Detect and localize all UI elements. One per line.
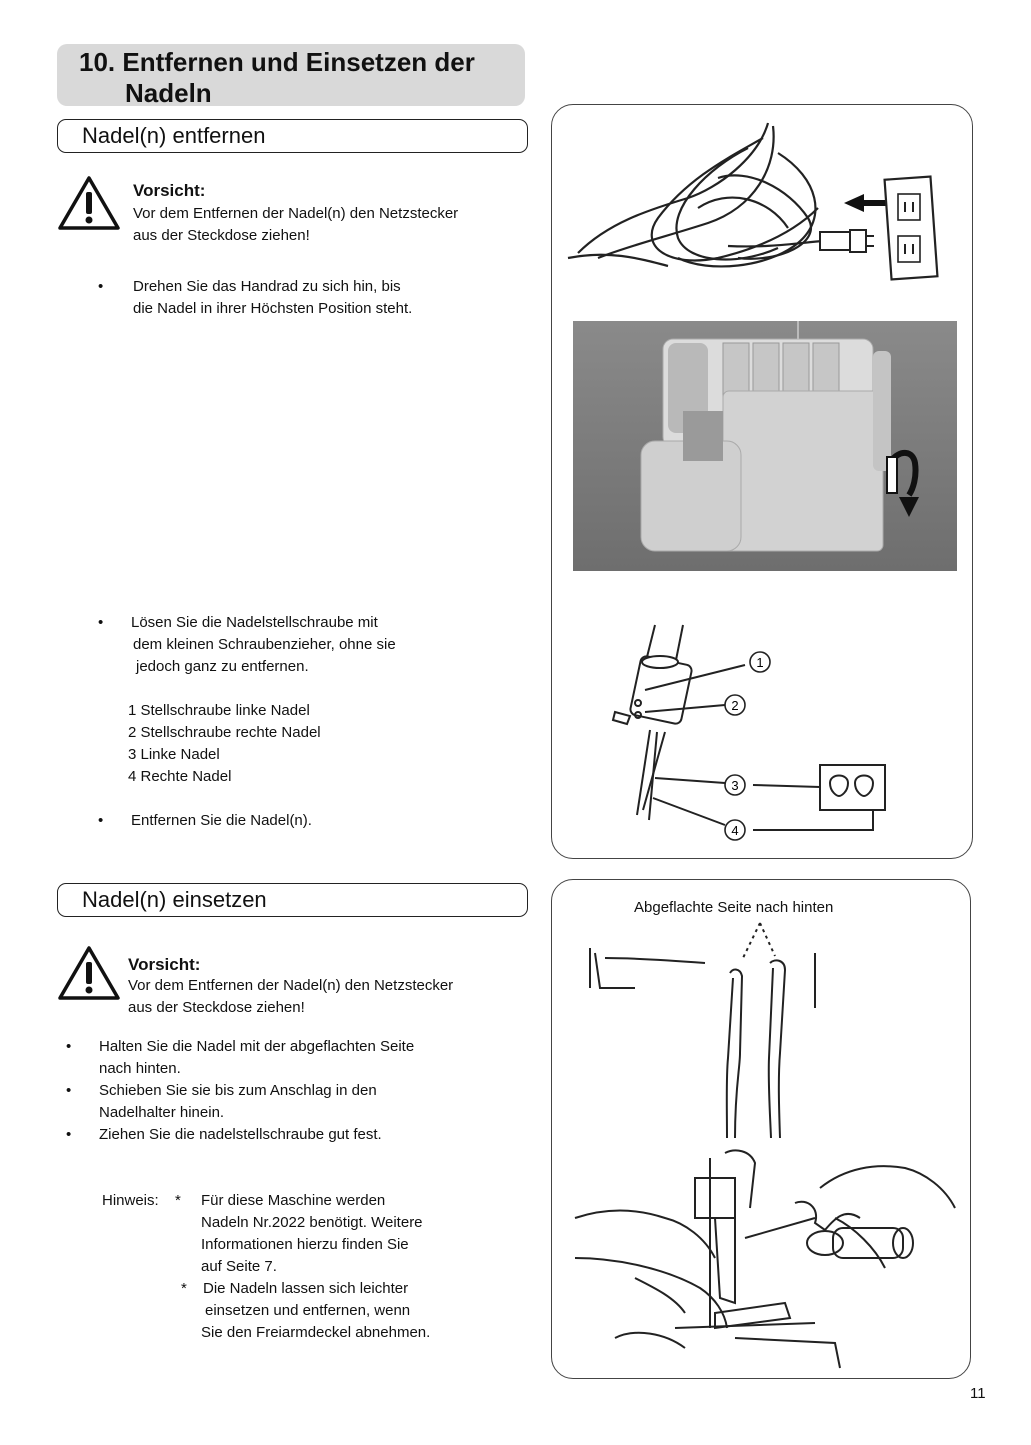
legend-item: 1 Stellschraube linke Nadel	[128, 702, 310, 719]
serger-machine-photo	[573, 321, 957, 571]
flat-side-caption: Abgeflachte Seite nach hinten	[634, 899, 834, 916]
chapter-title-line1: 10. Entfernen und Einsetzen der	[79, 47, 475, 77]
warning-title: Vorsicht:	[133, 181, 206, 200]
callout-label: 3	[731, 778, 738, 793]
warning-text-line1: Vor dem Entfernen der Nadel(n) den Netzs…	[128, 977, 454, 994]
step1-line1: Drehen Sie das Handrad zu sich hin, bis	[133, 278, 401, 295]
section-heading-remove-text: Nadel(n) entfernen	[82, 123, 266, 148]
callout-circle	[749, 651, 771, 673]
callout-label: 2	[731, 698, 738, 713]
power-plug-illustration	[567, 122, 939, 281]
chapter-title-line2: Nadeln	[125, 78, 212, 108]
bullet-dot: •	[66, 1126, 72, 1143]
callout-circle	[724, 694, 746, 716]
insert-step2-line1: Schieben Sie sie bis zum Anschlag in den	[99, 1082, 377, 1099]
callout-circle	[724, 819, 746, 841]
warning-text-line2: aus der Steckdose ziehen!	[128, 999, 305, 1016]
bullet-dot: •	[98, 614, 104, 631]
warning-triangle-icon	[58, 946, 120, 1000]
section-heading-insert: Nadel(n) einsetzen	[57, 883, 528, 917]
insert-step3-line1: Ziehen Sie die nadelstellschraube gut fe…	[99, 1126, 382, 1143]
warning-text-line1: Vor dem Entfernen der Nadel(n) den Netzs…	[133, 205, 459, 222]
legend-item: 3 Linke Nadel	[128, 746, 220, 763]
step2-line3: jedoch ganz zu entfernen.	[136, 658, 309, 675]
warning-triangle-icon	[58, 176, 120, 230]
note-star: *	[175, 1192, 181, 1209]
step3-text: Entfernen Sie die Nadel(n).	[131, 812, 312, 829]
note-item1-line: Informationen hierzu finden Sie	[201, 1236, 409, 1253]
note-item2-line: einsetzen und entfernen, wenn	[205, 1302, 411, 1319]
note-star: *	[181, 1280, 187, 1297]
section-heading-insert-text: Nadel(n) einsetzen	[82, 887, 267, 912]
bullet-dot: •	[66, 1038, 72, 1055]
warning-title: Vorsicht:	[128, 955, 201, 974]
legend-item: 4 Rechte Nadel	[128, 768, 232, 785]
step1-line2: die Nadel in ihrer Höchsten Position ste…	[133, 300, 413, 317]
callout-label: 1	[756, 655, 763, 670]
callout-circle	[724, 774, 746, 796]
note-item1-line: Nadeln Nr.2022 benötigt. Weitere	[201, 1214, 423, 1231]
note-item1-line: Für diese Maschine werden	[201, 1192, 386, 1209]
bullet-dot: •	[66, 1082, 72, 1099]
note-label: Hinweis:	[102, 1192, 159, 1209]
step2-line1: Lösen Sie die Nadelstellschraube mit	[131, 614, 378, 631]
bullet-dot: •	[98, 278, 104, 295]
needle-insertion-illustration	[574, 922, 956, 1369]
step2-line2: dem kleinen Schraubenzieher, ohne sie	[133, 636, 396, 653]
chapter-heading: 10. Entfernen und Einsetzen der Nadeln	[57, 44, 525, 108]
section-heading-remove: Nadel(n) entfernen	[57, 119, 528, 153]
page-number: 11	[970, 1385, 986, 1402]
note-item1-line: auf Seite 7.	[201, 1258, 277, 1275]
note-item2-line: Sie den Freiarmdeckel abnehmen.	[201, 1324, 431, 1341]
figure-panel-insert	[551, 879, 971, 1379]
insert-step2-line2: Nadelhalter hinein.	[99, 1104, 225, 1121]
needle-holder-diagram: 1 2 3 4	[611, 624, 886, 841]
callout-label: 4	[731, 823, 738, 838]
insert-step1-line2: nach hinten.	[99, 1060, 181, 1077]
warning-text-line2: aus der Steckdose ziehen!	[133, 227, 310, 244]
note-item2-line: Die Nadeln lassen sich leichter	[203, 1280, 409, 1297]
insert-step1-line1: Halten Sie die Nadel mit der abgeflachte…	[99, 1038, 415, 1055]
bullet-dot: •	[98, 812, 104, 829]
legend-item: 2 Stellschraube rechte Nadel	[128, 724, 321, 741]
